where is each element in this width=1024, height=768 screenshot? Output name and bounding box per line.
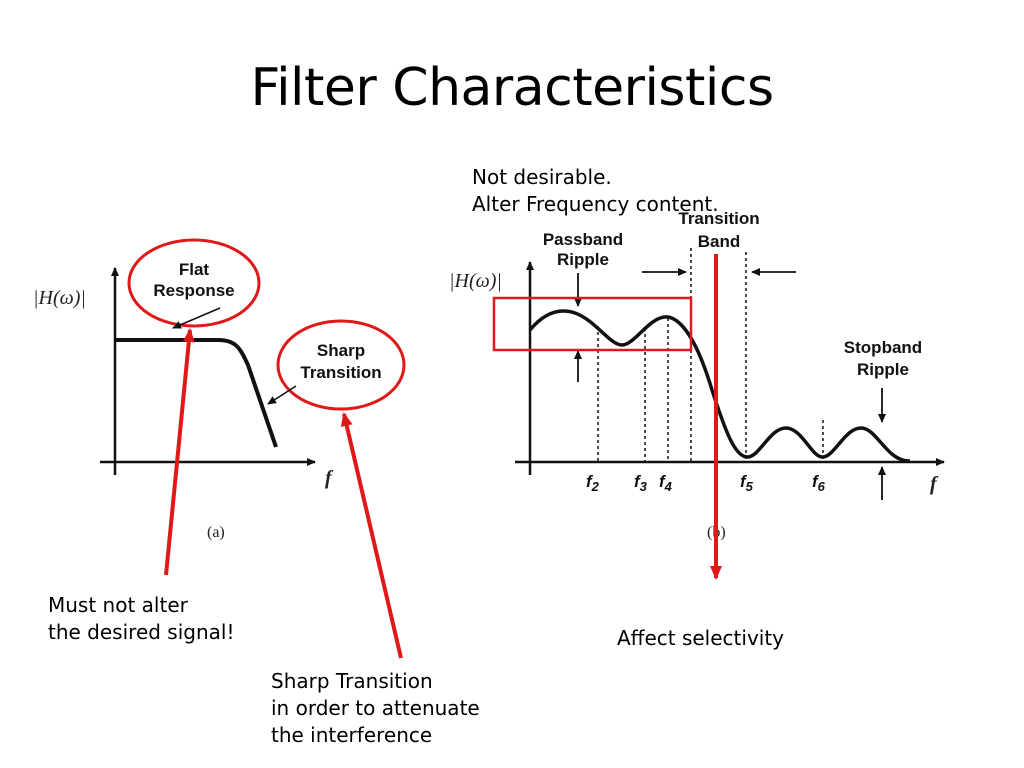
passband-label-line2: Ripple: [557, 250, 609, 269]
sharp-label-line1: Sharp: [317, 341, 365, 360]
fig-a-y-label: |H(ω)|: [33, 287, 86, 309]
fig-a-x-label: f: [325, 467, 334, 489]
annotation-arrows: [164, 254, 722, 659]
freq-label-f2: f2: [586, 472, 600, 494]
frequency-labels: f2 f3 f4 f5 f6: [586, 472, 826, 494]
flat-annotation-arrow: [164, 328, 195, 576]
note-must-not-alter: Must not alter the desired signal!: [48, 592, 234, 646]
fig-a-response-curve: [115, 338, 278, 448]
slide-title: Filter Characteristics: [250, 58, 774, 118]
note-sharp-transition-line1: Sharp Transition: [271, 669, 433, 693]
figure-a: |H(ω)| f (a) Flat Response Sharp Transit…: [33, 238, 406, 541]
flat-response-ellipse: [127, 238, 261, 328]
transition-label-line2: Band: [698, 232, 741, 251]
fig-b-gridlines: [597, 248, 824, 462]
freq-label-f4: f4: [659, 472, 673, 494]
note-sharp-transition-line2: in order to attenuate: [271, 696, 480, 720]
passband-label-line1: Passband: [543, 230, 623, 249]
passband-ripple-highlight-box: [492, 296, 693, 352]
note-must-not-alter-line2: the desired signal!: [48, 620, 235, 644]
stopband-label-line2: Ripple: [857, 360, 909, 379]
flat-label-line1: Flat: [179, 260, 210, 279]
stopband-label-line1: Stopband: [844, 338, 922, 357]
flat-pointer-arrow: [172, 307, 221, 329]
freq-label-f5: f5: [740, 472, 754, 494]
fig-b-x-label: f: [930, 473, 939, 495]
note-sharp-transition: Sharp Transition in order to attenuate t…: [271, 668, 480, 749]
note-sharp-transition-line3: the interference: [271, 723, 433, 747]
fig-b-response-curve: [528, 309, 911, 463]
freq-label-f3: f3: [634, 472, 648, 494]
note-affect-selectivity: Affect selectivity: [617, 626, 785, 650]
figure-b: |H(ω)| f (b) f2 f3 f4 f5 f6 Passband Rip…: [449, 209, 945, 541]
freq-label-f6: f6: [812, 472, 826, 494]
transition-label-line1: Transition: [678, 209, 759, 228]
fig-a-caption: (a): [207, 524, 225, 541]
note-not-desirable-line1: Not desirable.: [472, 165, 612, 189]
fig-b-y-label: |H(ω)|: [449, 270, 502, 292]
sharp-transition-ellipse: [276, 319, 406, 411]
flat-label-line2: Response: [153, 281, 234, 300]
note-must-not-alter-line1: Must not alter: [48, 593, 188, 617]
sharp-pointer-arrow: [267, 385, 297, 405]
note-not-desirable-line2: Alter Frequency content.: [472, 192, 719, 216]
sharp-annotation-arrow: [340, 412, 403, 659]
note-not-desirable: Not desirable. Alter Frequency content.: [472, 164, 719, 218]
sharp-label-line2: Transition: [300, 363, 381, 382]
